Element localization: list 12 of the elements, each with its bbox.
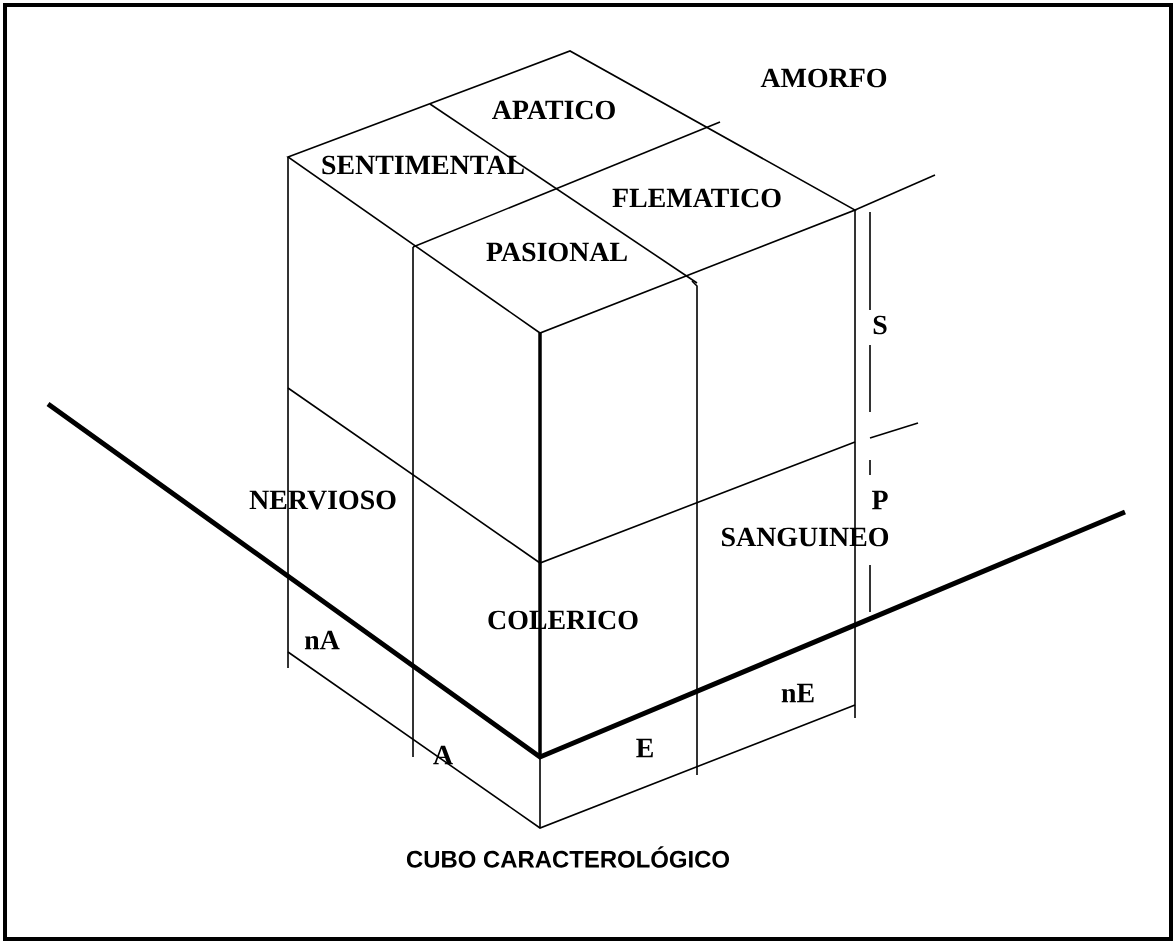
cube-label: nE — [781, 683, 814, 703]
cube-label: FLEMATICO — [612, 188, 781, 208]
cube-label: APATICO — [492, 100, 615, 120]
cube-label: nA — [304, 630, 340, 650]
cube-label: P — [871, 490, 888, 510]
cube-label: PASIONAL — [486, 242, 627, 262]
caption: CUBO CARACTEROLÓGICO — [406, 846, 729, 868]
cube-label: AMORFO — [760, 68, 887, 88]
cube-label: E — [636, 738, 653, 758]
cube-label: S — [873, 315, 887, 335]
cube-label: SENTIMENTAL — [322, 155, 524, 175]
cube-label: A — [433, 745, 453, 765]
